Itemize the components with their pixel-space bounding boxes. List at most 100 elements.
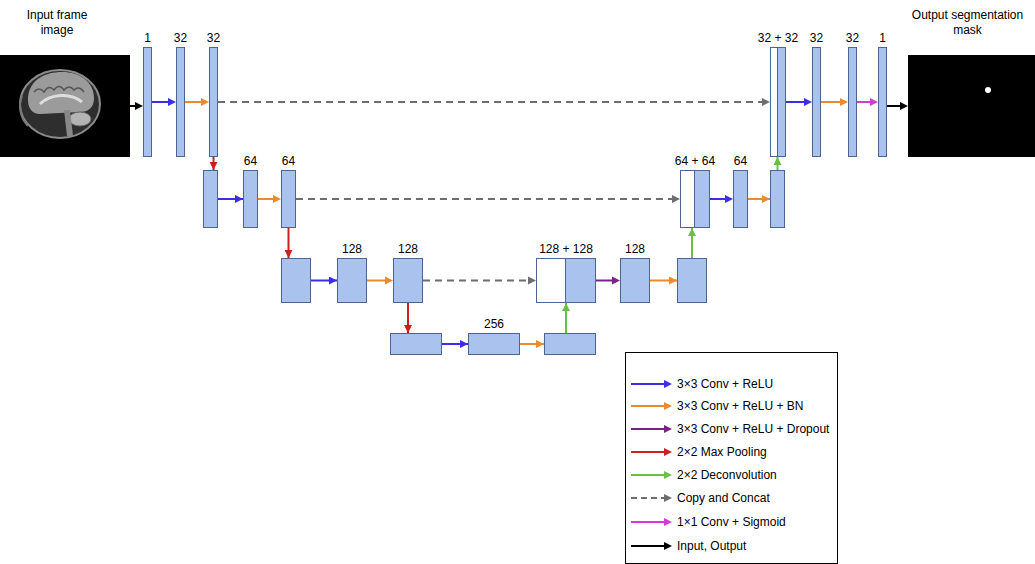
unlabeled-feature-bars — [204, 171, 785, 355]
connector-arrow — [367, 277, 393, 285]
legend-sample — [630, 400, 672, 412]
feature-map-bar: 64 — [243, 170, 258, 228]
legend-arrow-head — [664, 542, 672, 550]
connector-line — [185, 101, 202, 103]
conv-arrow — [218, 198, 243, 200]
connector-line — [821, 101, 841, 103]
legend-arrow-line — [631, 405, 665, 407]
caption-holder: Input frame image — [17, 8, 97, 38]
feature-map-bar: 128 — [393, 258, 423, 303]
corpus-callosum — [40, 95, 82, 104]
arrow-head — [201, 98, 209, 106]
input-image: Input frame image — [0, 55, 130, 157]
layer-label: 128 — [625, 242, 645, 257]
connector-line — [218, 101, 763, 103]
concat-feature-bar: 128 + 128 — [536, 258, 596, 303]
connector-line — [296, 198, 673, 200]
feature-map-bar: 64 — [281, 170, 296, 228]
arrow-head — [135, 102, 143, 110]
face-profile — [20, 96, 28, 126]
caption-holder: 64 — [734, 154, 747, 169]
caption-holder: 256 — [484, 317, 504, 332]
legend-text: 3×3 Conv + ReLU + Dropout — [677, 422, 829, 436]
output-mask: Output segmentation mask — [908, 55, 1035, 157]
feature-map-bar — [282, 259, 311, 303]
layer-label: 256 — [484, 317, 504, 332]
layer-label: 32 + 32 — [758, 31, 798, 46]
connector-arrow — [185, 98, 209, 106]
concat-feature-bar: 64 + 64 — [680, 170, 710, 228]
legend-sample — [630, 446, 672, 458]
deconv-arrow — [565, 303, 567, 333]
connector-arrow — [710, 195, 733, 203]
caption-holder: 128 — [342, 242, 362, 257]
legend-text: Copy and Concat — [677, 491, 770, 505]
arrow-head — [840, 98, 848, 106]
legend-sample — [630, 469, 672, 481]
arrow-head — [804, 98, 812, 106]
pool-arrow — [288, 228, 290, 258]
connector-line — [367, 280, 386, 282]
arrow-head — [672, 195, 680, 203]
caption-holder: 128 — [398, 242, 418, 257]
caption-holder: 64 + 64 — [675, 154, 715, 169]
feature-map-bar: 64 — [733, 170, 748, 228]
legend-arrow-head — [664, 518, 672, 526]
layer-label: Input frame image — [17, 8, 97, 38]
connector-line — [857, 101, 871, 103]
caption-holder: 32 — [207, 31, 220, 46]
connector-line — [710, 198, 726, 200]
legend-text: 2×2 Max Pooling — [677, 445, 767, 459]
layer-label: 32 — [207, 31, 220, 46]
legend-row: 3×3 Conv + ReLU + BN — [630, 398, 803, 414]
brain-folds — [34, 87, 84, 93]
legend-row: 3×3 Conv + ReLU — [630, 376, 773, 392]
legend-arrow-line — [631, 428, 665, 430]
arrow-head — [870, 98, 878, 106]
arrow-head — [273, 195, 281, 203]
feature-map-bar: 32 — [848, 47, 857, 157]
legend-arrow-head — [664, 494, 672, 502]
legend-sample — [630, 492, 672, 504]
legend-arrow-head — [664, 471, 672, 479]
legend-sample — [630, 540, 672, 552]
layer-label: 128 — [342, 242, 362, 257]
connector-line — [423, 280, 529, 282]
concat-feature-bar: 32 + 32 — [770, 47, 786, 157]
arrow-head — [528, 277, 536, 285]
legend-text: 1×1 Conv + Sigmoid — [677, 515, 786, 529]
connector-line — [786, 101, 805, 103]
legend-arrow-line — [631, 497, 665, 499]
legend-row: 2×2 Max Pooling — [630, 444, 767, 460]
legend-row: 2×2 Deconvolution — [630, 467, 777, 483]
layer-label: 32 — [810, 31, 823, 46]
feature-map-bar: 32 — [176, 47, 185, 157]
feature-map-bar: 128 — [337, 258, 367, 303]
layer-label: 128 + 128 — [539, 242, 593, 257]
caption-holder: 64 — [244, 154, 257, 169]
caption-holder: 1 — [879, 31, 886, 46]
connector-line — [152, 101, 169, 103]
connector-arrow — [152, 98, 176, 106]
legend-box: 3×3 Conv + ReLU 3×3 Conv + ReLU + BN 3×3 C… — [625, 352, 838, 564]
connector-arrow — [786, 98, 812, 106]
connector-arrow — [423, 277, 536, 285]
legend-row: 1×1 Conv + Sigmoid — [630, 514, 786, 530]
layer-label: 32 — [174, 31, 187, 46]
arrow-head — [762, 98, 770, 106]
brain-stem — [64, 110, 73, 136]
feature-map-bar: 32 — [209, 47, 218, 157]
connector-line — [596, 280, 613, 282]
arrow-head — [168, 98, 176, 106]
legend-arrow-line — [631, 521, 665, 523]
caption-holder: Output segmentation mask — [900, 8, 1035, 38]
legend-arrow-head — [664, 448, 672, 456]
caption-holder: 32 — [846, 31, 859, 46]
deconv-arrow — [691, 228, 693, 258]
caption-holder: 1 — [144, 31, 151, 46]
caption-holder: 128 — [625, 242, 645, 257]
legend-arrow-head — [664, 402, 672, 410]
layer-label: 1 — [879, 31, 886, 46]
caption-holder: 32 — [810, 31, 823, 46]
